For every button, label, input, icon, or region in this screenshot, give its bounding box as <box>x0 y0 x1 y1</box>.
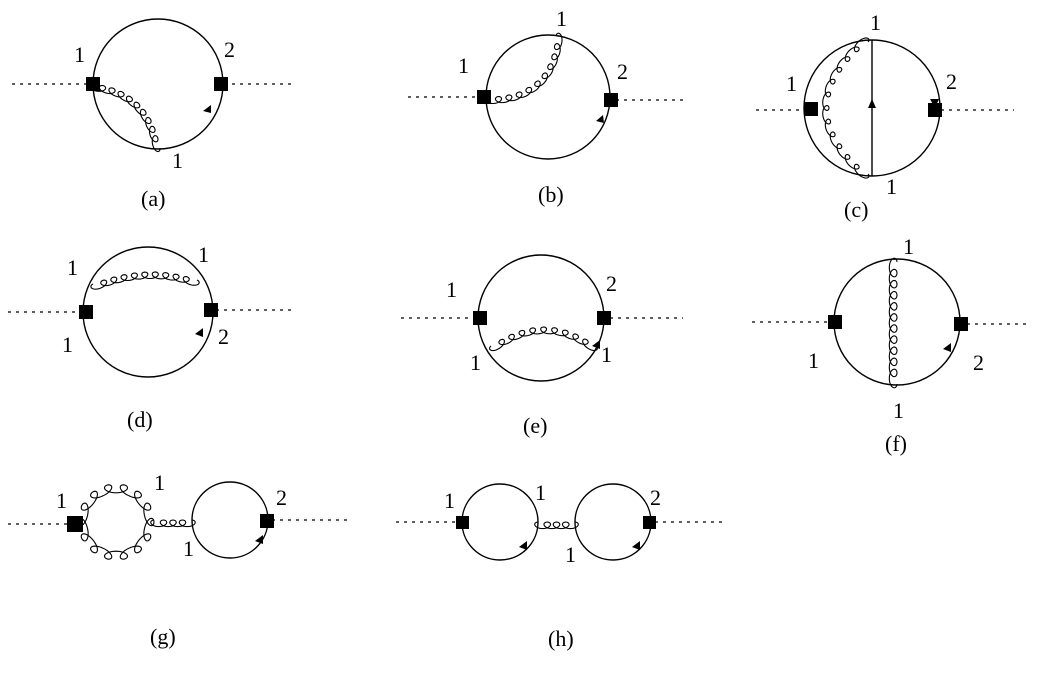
label-propagator-bottom: 1 <box>565 542 576 567</box>
fermion-loop <box>477 254 605 382</box>
fermion-arrow <box>592 340 600 349</box>
vertex-2 <box>954 317 968 331</box>
vertex-1 <box>477 90 491 104</box>
label-gluon-left: 1 <box>470 350 481 375</box>
vertex-2 <box>214 77 228 91</box>
label-vertex-right: 2 <box>606 271 617 296</box>
caption-c: (c) <box>844 197 868 222</box>
caption-a: (a) <box>141 186 165 211</box>
gluon-line <box>888 257 898 389</box>
gluon-line <box>89 83 161 153</box>
label-loop-top: 1 <box>556 6 567 31</box>
diagram-a: 1 2 1 (a) <box>12 18 296 211</box>
label-gluon-top: 1 <box>903 234 914 259</box>
fermion-arrow <box>203 105 211 113</box>
label-vertex-left: 1 <box>786 71 797 96</box>
vertex-2 <box>597 311 611 325</box>
caption-e: (e) <box>523 413 547 438</box>
gluon-propagator <box>534 521 579 530</box>
fermion-loop <box>833 258 961 386</box>
vertex-2 <box>928 103 942 117</box>
diagram-h: 1 1 2 1 (h) <box>396 480 724 651</box>
fermion-loop <box>92 18 224 150</box>
fermion-loop <box>82 246 214 378</box>
diagram-g: 1 1 2 1 (g) <box>8 470 348 649</box>
label-vertex-right: 2 <box>946 69 957 94</box>
gluon-line <box>90 271 200 290</box>
label-vertex-right: 2 <box>617 59 628 84</box>
vertex-2 <box>604 93 618 107</box>
fermion-loop <box>191 481 269 559</box>
gluon-line <box>489 326 598 352</box>
diagram-f: 1 1 2 1 (f) <box>752 234 1030 456</box>
vertex-1 <box>804 102 818 116</box>
label-vertex-right: 2 <box>973 350 984 375</box>
fermion-arrow <box>596 115 604 123</box>
caption-d: (d) <box>127 407 153 432</box>
label-vertex-left: 1 <box>808 348 819 373</box>
label-gluon-left: 1 <box>67 255 78 280</box>
label-vertex-left: 1 <box>56 488 67 513</box>
vertex-1 <box>473 311 487 325</box>
gluon-propagator <box>150 519 196 528</box>
gluon-line <box>484 32 563 105</box>
label-chord-bottom: 1 <box>886 174 897 199</box>
vertex-1 <box>67 516 83 532</box>
gluon-loop <box>77 484 155 560</box>
fermion-arrow <box>255 535 263 544</box>
fermion-arrow <box>930 99 939 108</box>
gluon-line <box>822 37 870 179</box>
label-gluon-bottom: 1 <box>893 398 904 423</box>
label-vertex-right: 2 <box>218 324 229 349</box>
label-vertex-left: 1 <box>444 488 455 513</box>
fermion-arrow-right <box>632 541 640 550</box>
caption-g: (g) <box>150 624 176 649</box>
fermion-arrow <box>195 328 203 337</box>
vertex-1 <box>828 315 842 329</box>
fermion-loop <box>485 34 611 160</box>
vertex-1 <box>79 305 93 319</box>
label-loop-bottom: 1 <box>172 148 183 173</box>
label-propagator-top: 1 <box>154 470 165 495</box>
diagram-d: 1 1 1 2 (d) <box>8 242 293 432</box>
diagram-b: 1 1 2 (b) <box>408 6 688 207</box>
label-propagator-top: 1 <box>535 480 546 505</box>
caption-h: (h) <box>548 626 574 651</box>
label-propagator-bottom: 1 <box>183 536 194 561</box>
vertex-2 <box>643 516 656 529</box>
label-gluon-right: 1 <box>601 342 612 367</box>
caption-b: (b) <box>538 182 564 207</box>
fermion-arrow <box>943 343 951 352</box>
label-vertex-right: 2 <box>276 485 287 510</box>
label-vertex-right: 2 <box>224 37 235 62</box>
vertex-2 <box>204 303 218 317</box>
vertex-1 <box>456 516 469 529</box>
label-vertex-left: 1 <box>446 277 457 302</box>
vertex-1 <box>86 77 100 91</box>
label-vertex-left: 1 <box>62 332 73 357</box>
label-vertex-left: 1 <box>74 42 85 67</box>
caption-f: (f) <box>885 431 907 456</box>
fermion-arrow-left <box>519 541 527 550</box>
diagram-e: 1 2 1 1 (e) <box>401 254 683 438</box>
vertex-2 <box>260 514 274 528</box>
label-vertex-left: 1 <box>458 53 469 78</box>
label-vertex-right: 2 <box>650 485 661 510</box>
label-chord-top: 1 <box>870 10 881 35</box>
diagram-c: 1 1 2 1 (c) <box>756 10 1014 222</box>
label-gluon-right: 1 <box>198 242 209 267</box>
chord-arrow <box>868 99 876 108</box>
